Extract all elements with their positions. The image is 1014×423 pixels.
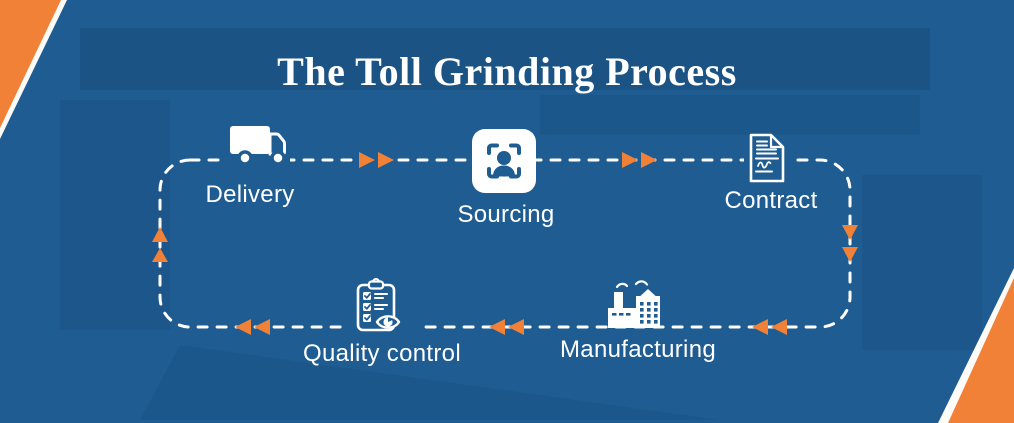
corner-triangle-bottom-right (948, 278, 1014, 423)
factory-icon (608, 280, 660, 328)
step-label-sourcing: Sourcing (457, 201, 555, 228)
quality-inspection-icon (356, 278, 401, 332)
step-label-delivery: Delivery (205, 181, 295, 208)
delivery-truck-icon (230, 126, 286, 166)
step-label-quality-control: Quality control (303, 340, 461, 367)
step-label-manufacturing: Manufacturing (560, 336, 716, 363)
flow-arrows (152, 152, 858, 335)
page-title: The Toll Grinding Process (277, 49, 737, 94)
sourcing-person-scan-icon (472, 129, 536, 193)
contract-document-icon (749, 133, 785, 183)
step-label-contract: Contract (724, 187, 818, 214)
corner-triangle-top-left (0, 0, 61, 128)
